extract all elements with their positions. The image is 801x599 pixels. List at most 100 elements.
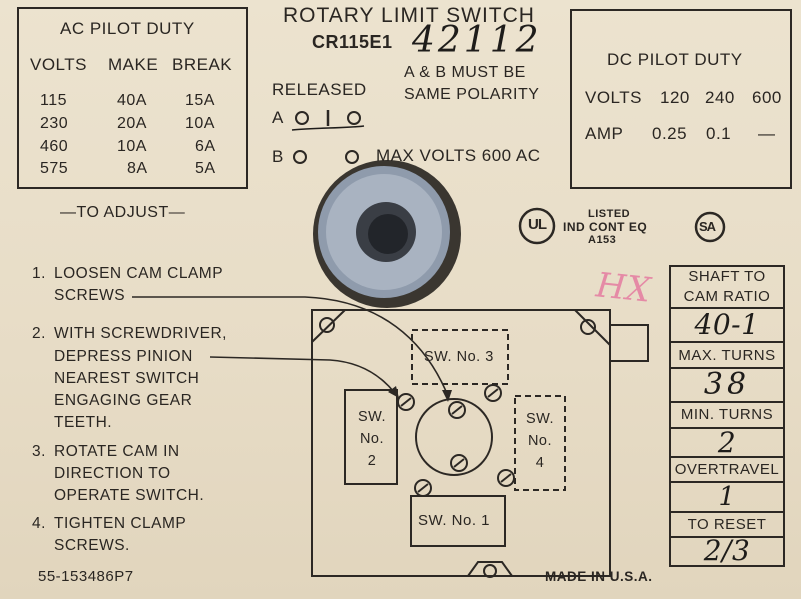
switch-2-outline xyxy=(344,389,398,485)
dc-pilot-duty-box xyxy=(570,9,792,189)
instruction-2-line-3: NEAREST SWITCH xyxy=(54,370,200,387)
instruction-3-line-3: OPERATE SWITCH. xyxy=(54,487,205,504)
dc-amp-label: AMP xyxy=(585,124,624,143)
ac-col-break: BREAK xyxy=(172,55,233,74)
shaft-label-1: SHAFT TO xyxy=(688,268,766,285)
made-in: MADE IN U.S.A. xyxy=(545,569,653,584)
ac-row-3-volts: 460 xyxy=(40,138,69,155)
pinion-screw-4 xyxy=(497,469,515,487)
bottom-hole xyxy=(483,564,497,578)
switch-2-label-1: SW. xyxy=(357,409,387,425)
ul-line-1: LISTED xyxy=(588,208,631,220)
shaft-bore-inner xyxy=(368,214,408,254)
hx-mark: HX xyxy=(594,265,653,311)
a-underline xyxy=(291,125,365,131)
max-volts: MAX VOLTS 600 AC xyxy=(376,146,541,165)
ac-row-1-make: 40A xyxy=(117,92,147,109)
diagram-corner-tl xyxy=(311,309,346,343)
b-circle-1 xyxy=(293,150,307,164)
dc-volts-240: 240 xyxy=(705,88,735,107)
dc-amp-01: 0.1 xyxy=(706,124,732,143)
overtravel-label: OVERTRAVEL xyxy=(674,461,780,478)
cam-screw-bottom xyxy=(450,454,468,472)
model-number: CR115E1 xyxy=(312,32,393,52)
corner-hole-tl xyxy=(319,317,335,333)
ac-col-make: MAKE xyxy=(108,55,159,74)
title: ROTARY LIMIT SWITCH xyxy=(283,4,535,27)
ul-line-3: A153 xyxy=(588,234,617,246)
ac-row-3-break: 6A xyxy=(195,138,216,155)
ac-pilot-duty-heading: AC PILOT DUTY xyxy=(60,19,195,38)
switch-3-outline xyxy=(411,329,509,385)
instruction-2-line-5: TEETH. xyxy=(54,414,113,431)
dc-amp-dash: — xyxy=(758,124,776,143)
instruction-4-num: 4. xyxy=(32,515,46,532)
diagram-corner-tr xyxy=(574,309,611,346)
ac-row-4-break: 5A xyxy=(195,160,216,177)
ac-row-3-make: 10A xyxy=(117,138,147,155)
switch-2-label-3: 2 xyxy=(367,453,377,469)
instruction-4-line-1: TIGHTEN CLAMP xyxy=(54,515,187,532)
instruction-2-line-1: WITH SCREWDRIVER, xyxy=(54,325,227,342)
switch-4-label-3: 4 xyxy=(535,455,545,471)
instruction-3-line-2: DIRECTION TO xyxy=(54,465,171,482)
pinion-screw-2 xyxy=(397,393,415,411)
instruction-1-line-2: SCREWS xyxy=(54,287,126,304)
diagram-frame xyxy=(311,309,611,577)
dc-volts-600: 600 xyxy=(752,88,782,107)
min-turns-value: 2 xyxy=(717,426,737,459)
switch-4-outline xyxy=(514,395,566,491)
instruction-1-num: 1. xyxy=(32,265,46,282)
switch-4-label-2: No. xyxy=(527,433,553,449)
shaft-label-2: CAM RATIO xyxy=(683,288,771,305)
csa-mark: SA xyxy=(699,219,716,234)
instruction-4-line-2: SCREWS. xyxy=(54,537,130,554)
max-turns-value: 38 xyxy=(703,367,751,402)
instruction-2-line-4: ENGAGING GEAR xyxy=(54,392,193,409)
b-circle-2 xyxy=(345,150,359,164)
ul-line-2: IND CONT EQ xyxy=(563,220,648,234)
corner-hole-tr xyxy=(580,319,596,335)
csa-circle xyxy=(694,211,726,243)
polarity-line-2: SAME POLARITY xyxy=(404,86,540,103)
switch-1-label: SW. No. 1 xyxy=(418,512,491,529)
ratio-table-frame xyxy=(669,265,785,567)
pinion-screw-3 xyxy=(484,384,502,402)
ac-col-volts: VOLTS xyxy=(30,55,87,74)
ac-row-4-volts: 575 xyxy=(40,160,69,177)
a-circle-2 xyxy=(347,111,361,125)
ac-row-2-make: 20A xyxy=(117,115,147,132)
dc-pilot-duty-heading: DC PILOT DUTY xyxy=(607,50,743,69)
reset-value: 2/3 xyxy=(703,534,751,567)
ac-row-1-break: 15A xyxy=(185,92,215,109)
cam-screw-top xyxy=(448,401,466,419)
arrow-clamp-screws xyxy=(132,296,449,397)
min-turns-label: MIN. TURNS xyxy=(680,406,774,423)
instruction-1-line-1: LOOSEN CAM CLAMP xyxy=(54,265,224,282)
a-circle-1 xyxy=(295,111,309,125)
switch-1-outline xyxy=(410,495,506,547)
ul-symbol: UL xyxy=(528,216,547,233)
b-label: B xyxy=(272,147,284,166)
switch-3-label: SW. No. 3 xyxy=(424,349,494,365)
instruction-3-num: 3. xyxy=(32,443,46,460)
ac-row-2-volts: 230 xyxy=(40,115,69,132)
handwritten-number: 42112 xyxy=(412,20,542,61)
ul-circle xyxy=(518,207,556,245)
dc-volts-120: 120 xyxy=(660,88,690,107)
polarity-line-1: A & B MUST BE xyxy=(404,64,526,81)
part-number: 55-153486P7 xyxy=(38,568,134,585)
pinion-screw-1 xyxy=(414,479,432,497)
arrow-pinion xyxy=(209,356,395,393)
switch-4-label-1: SW. xyxy=(525,411,555,427)
dc-volts-label: VOLTS xyxy=(585,88,642,107)
dc-amp-025: 0.25 xyxy=(652,124,688,143)
shaft-value: 40-1 xyxy=(694,308,760,341)
instruction-2-num: 2. xyxy=(32,325,46,342)
ac-row-2-break: 10A xyxy=(185,115,215,132)
ac-row-4-make: 8A xyxy=(127,160,148,177)
instruction-3-line-1: ROTATE CAM IN xyxy=(54,443,180,460)
ac-pilot-duty-box xyxy=(17,7,248,189)
